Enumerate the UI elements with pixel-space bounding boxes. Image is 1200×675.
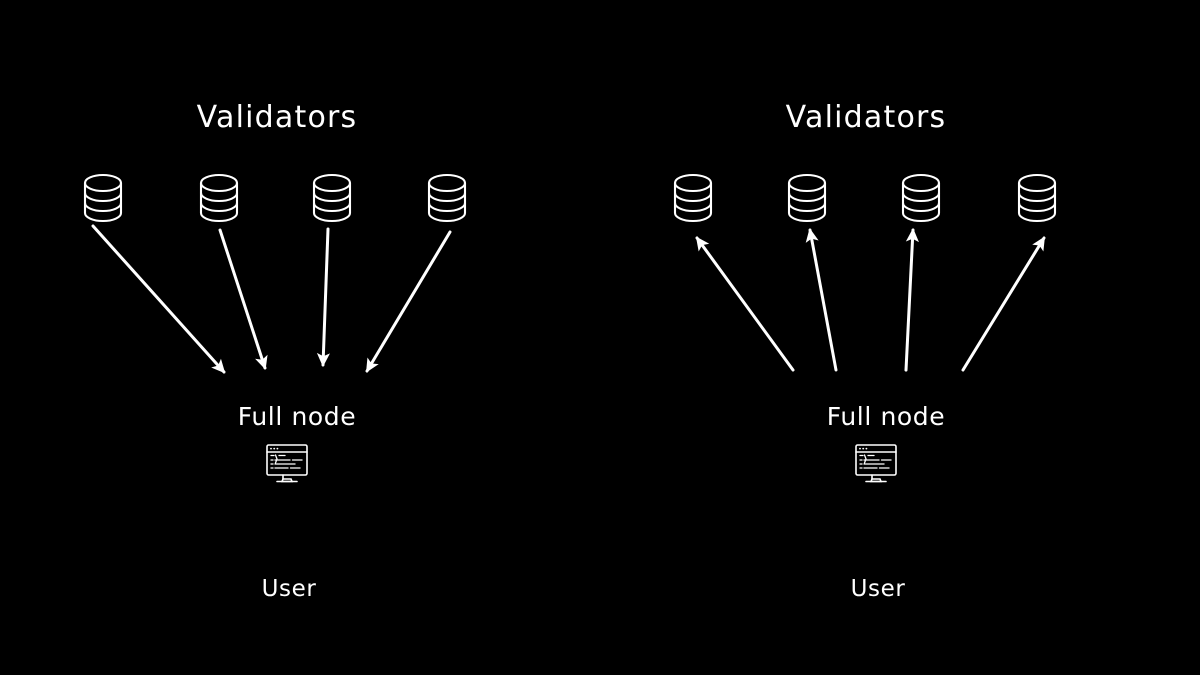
database-icon xyxy=(425,172,469,224)
database-icon xyxy=(81,172,125,224)
database-icon xyxy=(899,172,943,224)
user-label-right: User xyxy=(850,576,906,602)
monitor-terminal-icon xyxy=(853,443,899,485)
validators-title-right: Validators xyxy=(785,100,947,135)
database-icon xyxy=(310,172,354,224)
database-icon xyxy=(1015,172,1059,224)
database-icon xyxy=(785,172,829,224)
database-icon xyxy=(671,172,715,224)
full-node-label-left: Full node xyxy=(237,402,357,431)
user-label-left: User xyxy=(261,576,317,602)
panel-left: Validators xyxy=(81,100,469,602)
validators-title-left: Validators xyxy=(196,100,358,135)
full-node-label-right: Full node xyxy=(826,402,946,431)
monitor-terminal-icon xyxy=(264,443,310,485)
panel-right: Validators xyxy=(600,0,1200,675)
database-icon xyxy=(197,172,241,224)
